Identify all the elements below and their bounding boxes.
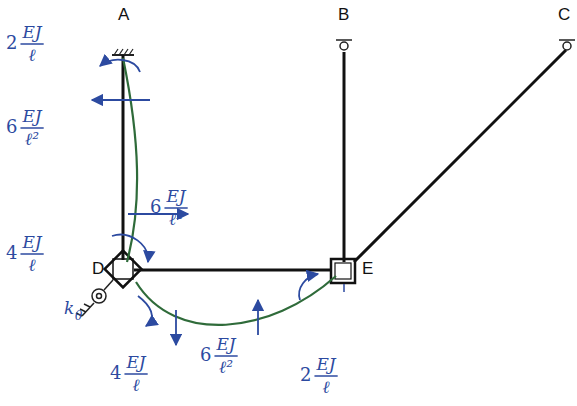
numerator: EJ: [126, 354, 145, 371]
fraction-bar: [20, 127, 43, 129]
coefficient: 4: [6, 244, 17, 262]
numerator: EJ: [166, 188, 185, 205]
frame-members: [123, 50, 566, 270]
denominator: ℓ: [29, 47, 36, 64]
coefficient: 2: [6, 34, 17, 52]
coefficient: 4: [110, 364, 121, 382]
joint-label: D: [92, 260, 104, 277]
numerator: EJ: [316, 356, 335, 373]
joint-e: [331, 259, 355, 283]
denominator: ℓ²: [219, 359, 233, 376]
coefficient: 2: [300, 366, 311, 384]
fraction-bar: [214, 355, 237, 357]
numerator: EJ: [216, 336, 235, 353]
joint-label: C: [558, 6, 570, 23]
joint-d: [105, 251, 142, 288]
denominator: ℓ²: [169, 211, 183, 228]
numerator: EJ: [22, 234, 41, 251]
deflected-shape: [123, 58, 336, 325]
coefficient: 6: [150, 198, 161, 216]
fraction-bar: [20, 253, 43, 255]
joint-label: B: [338, 6, 349, 23]
joint-e-inner: [335, 263, 351, 279]
coefficient: 6: [6, 118, 17, 136]
denominator: ℓ: [323, 379, 330, 396]
numerator: EJ: [22, 24, 41, 41]
end-actions: [92, 60, 318, 345]
spring-symbol: k: [64, 300, 74, 317]
pin-support: [336, 40, 575, 50]
tick: [343, 284, 345, 292]
joint-d-inner: [113, 259, 133, 279]
denominator: ℓ²: [25, 131, 39, 148]
denominator: ℓ: [29, 257, 36, 274]
numerator: EJ: [22, 108, 41, 125]
fraction-bar: [124, 373, 147, 375]
joint-label: A: [118, 6, 129, 23]
joint-label: E: [362, 260, 373, 277]
fraction-bar: [164, 207, 187, 209]
denominator: ℓ: [133, 377, 140, 394]
fixed-support: [112, 49, 134, 55]
coefficient: 6: [200, 346, 211, 364]
spring-subscript: θ: [75, 310, 82, 322]
fraction-bar: [20, 43, 43, 45]
fraction-bar: [314, 375, 337, 377]
